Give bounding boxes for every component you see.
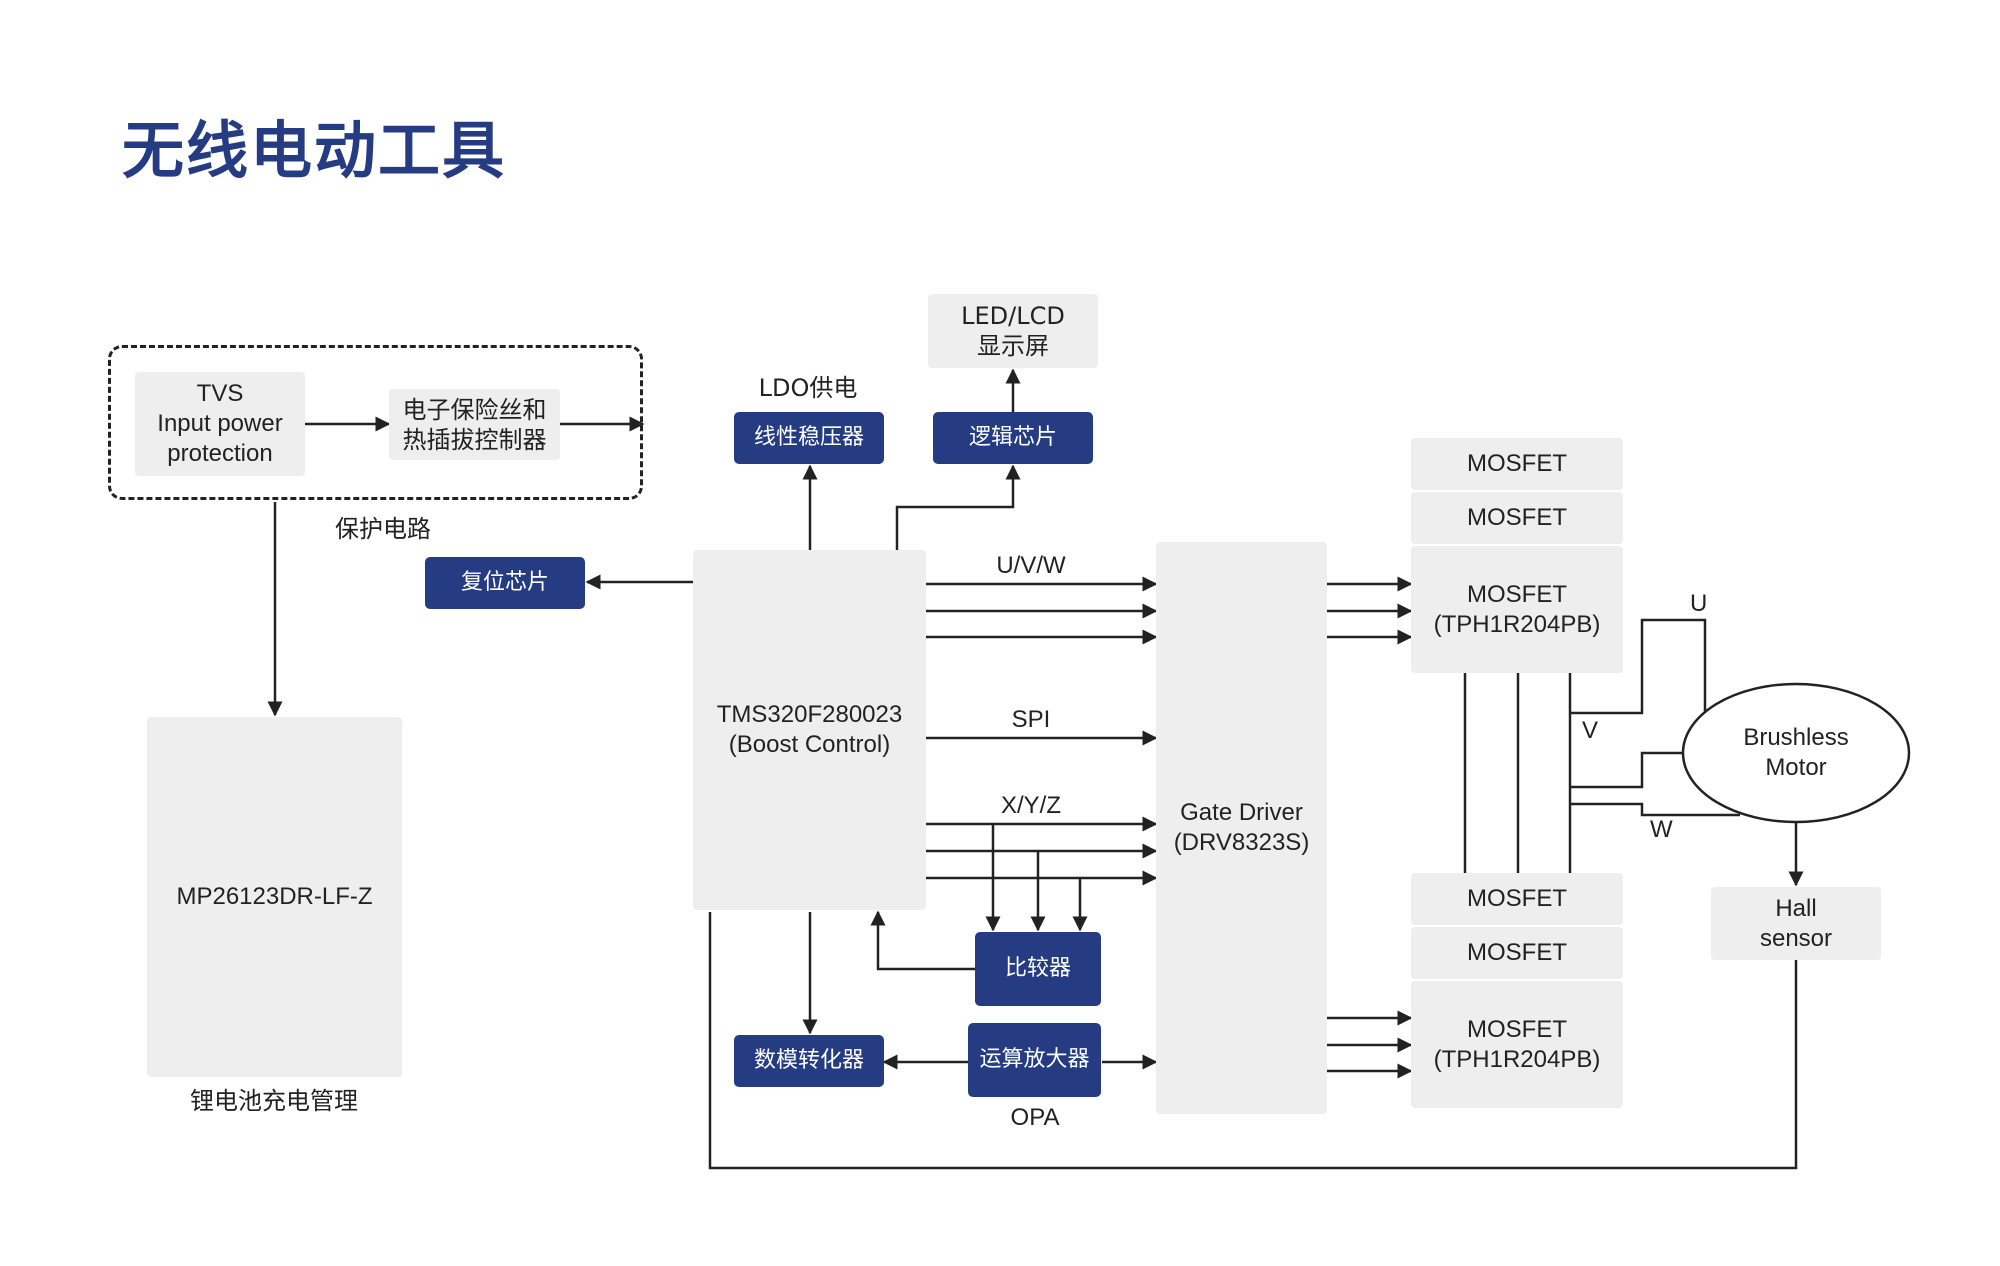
efuse-line-2: 热插拔控制器: [402, 425, 547, 454]
hall-sensor-block: Hall sensor: [1711, 887, 1881, 960]
display-block: LED/LCD 显示屏: [928, 294, 1098, 368]
mcu-line-2: (Boost Control): [728, 731, 891, 758]
tvs-line-2: Input power: [157, 410, 283, 437]
logic-chip-label: 逻辑芯片: [968, 425, 1057, 450]
linear-regulator-label: 线性稳压器: [753, 425, 864, 450]
dac-label: 数模转化器: [753, 1048, 864, 1073]
mosfet-top-2-label: MOSFET: [1467, 504, 1567, 531]
mosfet-top-main-line-1: MOSFET: [1467, 580, 1567, 608]
page-title: 无线电动工具: [122, 114, 507, 187]
mosfet-bottom-main-line-1: MOSFET: [1467, 1015, 1567, 1043]
ldo-label: LDO供电: [758, 374, 858, 402]
phase-u-label: U: [1690, 590, 1708, 617]
opa-label: OPA: [1010, 1104, 1060, 1131]
mosfet-bottom-1-label: MOSFET: [1467, 885, 1567, 912]
mosfet-top-1-label: MOSFET: [1467, 450, 1567, 477]
opamp-block-label: 运算放大器: [979, 1047, 1090, 1072]
gate-driver-line-1: Gate Driver: [1180, 799, 1303, 826]
mosfet-top-main: MOSFET (TPH1R204PB): [1411, 546, 1623, 673]
phase-w-label: W: [1650, 816, 1673, 843]
mosfet-top-2: MOSFET: [1411, 492, 1623, 544]
comparator-to-mcu-arrow: [870, 910, 975, 971]
phase-v-wire: [1570, 751, 1683, 789]
display-line-1: LED/LCD: [961, 302, 1065, 330]
logic-chip-block: 逻辑芯片: [933, 412, 1093, 464]
efuse-block: 电子保险丝和 热插拔控制器: [389, 389, 560, 460]
reset-chip-block: 复位芯片: [425, 557, 585, 609]
mcu-line-1: TMS320F280023: [716, 701, 903, 728]
spi-bus-label: SPI: [1011, 706, 1051, 733]
gate-driver-line-2: (DRV8323S): [1173, 829, 1310, 856]
protection-circuit-label: 保护电路: [335, 515, 431, 543]
hall-line-1: Hall: [1775, 894, 1817, 922]
mcu-block: TMS320F280023 (Boost Control): [693, 550, 926, 910]
mosfet-bottom-main: MOSFET (TPH1R204PB): [1411, 981, 1623, 1108]
protection-group: [108, 345, 643, 500]
uvw-bus-label: U/V/W: [996, 552, 1066, 579]
gate-driver-block: Gate Driver (DRV8323S): [1156, 542, 1327, 1114]
opamp-block: 运算放大器: [968, 1023, 1101, 1097]
xyz-bus-label: X/Y/Z: [1000, 792, 1062, 819]
charger-block: MP26123DR-LF-Z: [147, 717, 402, 1077]
tvs-line-1: TVS: [196, 380, 244, 407]
phase-v-label: V: [1582, 717, 1599, 744]
mosfet-bottom-2: MOSFET: [1411, 927, 1623, 979]
motor-line-2: Motor: [1765, 754, 1827, 781]
mosfet-top-1: MOSFET: [1411, 438, 1623, 490]
mosfet-top-main-line-2: (TPH1R204PB): [1433, 610, 1601, 638]
comparator-label: 比较器: [1004, 956, 1071, 981]
phase-w-wire: [1570, 802, 1740, 817]
reset-chip-label: 复位芯片: [460, 570, 549, 595]
motor-line-1: Brushless: [1743, 724, 1849, 751]
hall-line-2: sensor: [1759, 924, 1833, 952]
brushless-motor: Brushless Motor: [1683, 684, 1909, 822]
brushless-motor-outline: [1681, 682, 1911, 824]
hall-feedback-wire: [708, 912, 1798, 1170]
phase-u-wire: [1570, 618, 1707, 717]
mosfet-bottom-main-line-2: (TPH1R204PB): [1433, 1045, 1601, 1073]
mosfet-bottom-1: MOSFET: [1411, 873, 1623, 925]
display-line-2: 显示屏: [977, 332, 1049, 360]
tvs-line-3: protection: [167, 440, 273, 467]
linear-regulator-block: 线性稳压器: [734, 412, 884, 464]
mcu-to-logic-arrow: [895, 464, 1021, 550]
dac-block: 数模转化器: [734, 1035, 884, 1087]
tvs-block: TVS Input power protection: [135, 372, 305, 476]
comparator-block: 比较器: [975, 932, 1101, 1006]
efuse-line-1: 电子保险丝和: [402, 395, 547, 424]
charger-label: 锂电池充电管理: [190, 1087, 358, 1115]
mosfet-bottom-2-label: MOSFET: [1467, 939, 1567, 966]
charger-part-number: MP26123DR-LF-Z: [176, 883, 373, 910]
